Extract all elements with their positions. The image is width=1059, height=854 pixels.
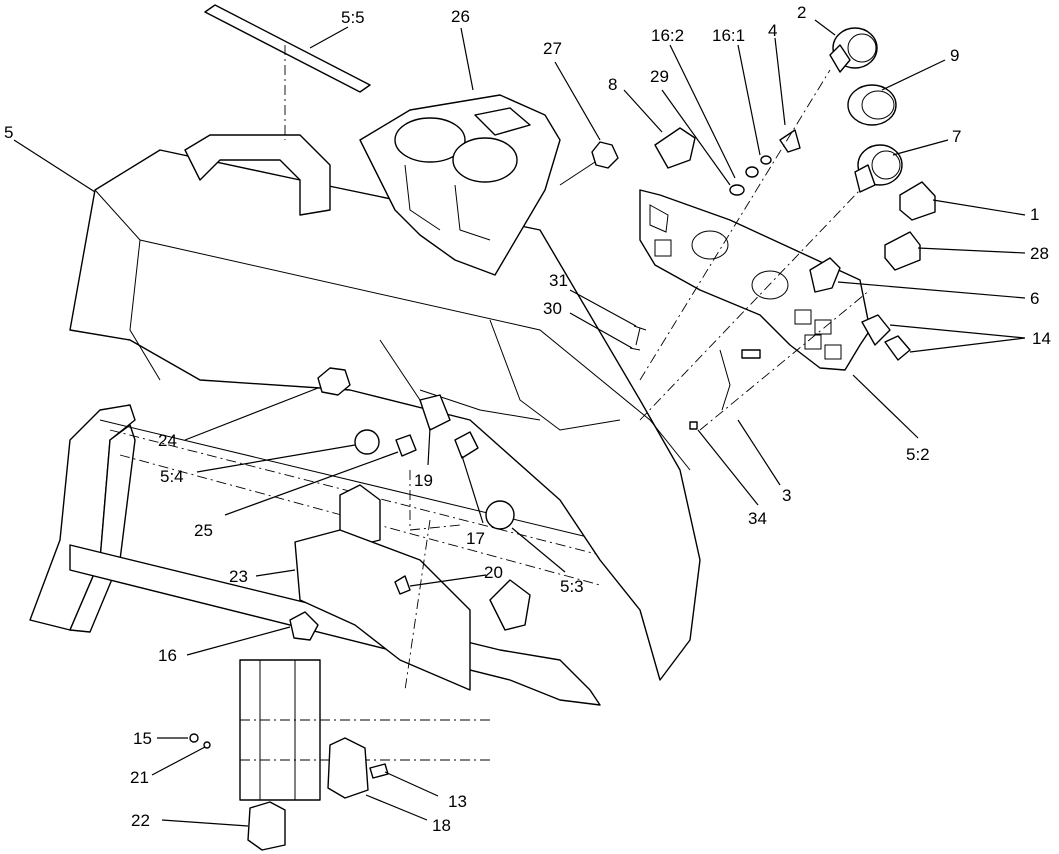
plug-5-3 bbox=[485, 500, 515, 530]
label-5-3: 5:3 bbox=[560, 577, 584, 596]
gauge-24 bbox=[317, 367, 351, 396]
connector-22 bbox=[247, 801, 286, 851]
washer-16-2 bbox=[745, 166, 759, 178]
sensor-3 bbox=[741, 349, 761, 359]
label-24: 24 bbox=[158, 431, 177, 450]
label-7: 7 bbox=[952, 127, 961, 146]
nut-34 bbox=[689, 421, 698, 430]
label-16-2: 16:2 bbox=[651, 26, 684, 45]
knob-27 bbox=[591, 141, 619, 169]
label-26: 26 bbox=[451, 7, 470, 26]
label-16: 16 bbox=[158, 646, 177, 665]
bezel-ring-9 bbox=[847, 84, 897, 126]
label-3: 3 bbox=[782, 486, 791, 505]
cup-holder-console bbox=[359, 94, 561, 276]
trim-strip bbox=[204, 4, 371, 93]
bolt-20 bbox=[394, 575, 411, 595]
label-34: 34 bbox=[748, 509, 767, 528]
label-9: 9 bbox=[950, 46, 959, 65]
switch-28 bbox=[884, 231, 921, 271]
label-18: 18 bbox=[432, 816, 451, 835]
label-17: 17 bbox=[466, 529, 485, 548]
knob-27-shaft bbox=[559, 161, 596, 186]
label-20: 20 bbox=[484, 563, 503, 582]
leader-lines bbox=[13, 19, 1026, 827]
label-4: 4 bbox=[768, 21, 777, 40]
gauge-2 bbox=[829, 27, 878, 73]
label-23: 23 bbox=[229, 567, 248, 586]
label-31: 31 bbox=[549, 271, 568, 290]
callout-labels: 5:5 26 27 16:2 16:1 4 2 9 8 29 7 5 1 28 … bbox=[4, 3, 1051, 835]
label-30: 30 bbox=[543, 299, 562, 318]
label-25: 25 bbox=[194, 521, 213, 540]
wire-3 bbox=[719, 349, 731, 411]
label-13: 13 bbox=[448, 792, 467, 811]
nut-15 bbox=[189, 733, 199, 743]
label-6: 6 bbox=[1030, 289, 1039, 308]
label-16-1: 16:1 bbox=[712, 26, 745, 45]
label-19: 19 bbox=[414, 471, 433, 490]
label-8: 8 bbox=[608, 75, 617, 94]
bolt-13 bbox=[369, 763, 389, 779]
label-29: 29 bbox=[650, 67, 669, 86]
assembly-lines bbox=[404, 69, 871, 691]
label-2: 2 bbox=[797, 3, 806, 22]
plug-5-4 bbox=[354, 429, 380, 455]
label-5: 5 bbox=[4, 123, 13, 142]
plate-23 bbox=[294, 529, 471, 691]
gauge-16 bbox=[289, 611, 319, 641]
label-27: 27 bbox=[543, 39, 562, 58]
label-15: 15 bbox=[133, 729, 152, 748]
label-5-2: 5:2 bbox=[906, 445, 930, 464]
bracket-19 bbox=[419, 394, 451, 431]
lamp-17 bbox=[454, 431, 479, 459]
label-5-4: 5:4 bbox=[160, 467, 184, 486]
connector-6 bbox=[809, 257, 841, 293]
lamp-4 bbox=[779, 129, 801, 153]
plug-14b bbox=[884, 335, 911, 361]
label-5-5: 5:5 bbox=[341, 8, 365, 27]
label-21: 21 bbox=[130, 768, 149, 787]
washer-21 bbox=[203, 741, 211, 749]
label-1: 1 bbox=[1030, 205, 1039, 224]
screw-31 bbox=[633, 325, 647, 346]
label-28: 28 bbox=[1030, 244, 1049, 263]
washer-16-1 bbox=[760, 155, 772, 165]
plug-14a bbox=[861, 314, 891, 346]
switch-8 bbox=[654, 127, 696, 169]
label-14: 14 bbox=[1032, 329, 1051, 348]
label-22: 22 bbox=[131, 811, 150, 830]
gauge-panel bbox=[639, 189, 871, 371]
washer-29 bbox=[729, 184, 745, 196]
switch-1 bbox=[899, 181, 936, 221]
connector-18 bbox=[327, 737, 369, 799]
fitting-25 bbox=[395, 434, 417, 457]
gauge-7 bbox=[854, 144, 903, 193]
